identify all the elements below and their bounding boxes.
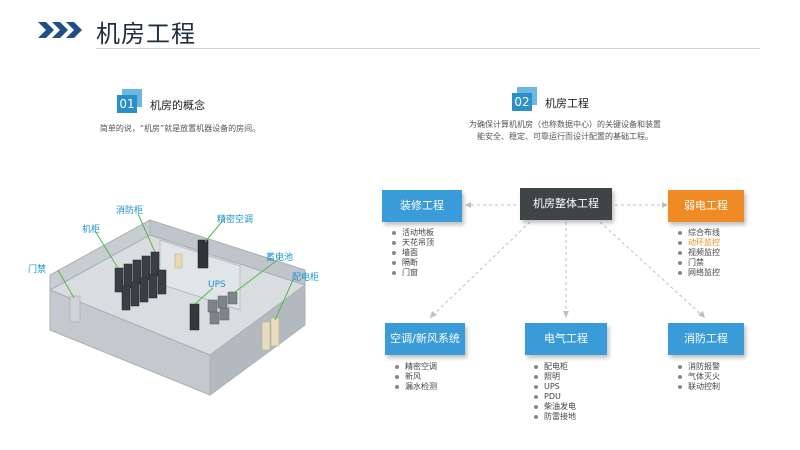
label-fire-cabinet: 消防柜 <box>116 206 144 216</box>
label-ups: UPS <box>208 280 226 290</box>
list-item-highlighted: 动环监控 <box>676 238 720 248</box>
description-line-1: 为确保计算机机房（也称数据中心）的关键设备和装置 <box>469 120 661 129</box>
right-section-heading: 机房工程 <box>545 97 589 110</box>
right-section-description: 为确保计算机机房（也称数据中心）的关键设备和装置 能安全、稳定、可靠运行而设计配… <box>440 119 690 143</box>
left-section-description: 简单的说，“机房”就是放置机器设备的房间。 <box>99 124 261 133</box>
list-item: 门窗 <box>390 268 434 278</box>
decoration-list: 活动地板 天花吊顶 墙面 隔断 门窗 <box>390 228 434 278</box>
list-item: 联动控制 <box>676 382 720 392</box>
list-item: 柴油发电 <box>532 402 576 412</box>
hvac-box: 空调/新风系统 <box>385 323 465 355</box>
list-item: 活动地板 <box>390 228 434 238</box>
label-battery: 蓄电池 <box>266 253 294 263</box>
list-item: 精密空调 <box>393 362 437 372</box>
chevron-arrows-icon <box>38 22 82 38</box>
electrical-list: 配电柜 照明 UPS PDU 柴油发电 防雷接地 <box>532 362 576 422</box>
label-rack: 机柜 <box>82 225 101 235</box>
list-item: 漏水检测 <box>393 382 437 392</box>
label-distribution: 配电柜 <box>292 273 320 283</box>
list-item: UPS <box>532 382 576 392</box>
title-divider <box>96 48 760 49</box>
left-section-heading: 机房的概念 <box>150 99 205 112</box>
list-item: 新风 <box>393 372 437 382</box>
fire-list: 消防报警 气体灭火 联动控制 <box>676 362 720 392</box>
machine-room-illustration <box>48 213 307 396</box>
weak-current-box: 弱电工程 <box>668 190 744 222</box>
center-box: 机房整体工程 <box>520 188 612 220</box>
label-door-access: 门禁 <box>28 265 47 275</box>
hvac-list: 精密空调 新风 漏水检测 <box>393 362 437 392</box>
description-line-2: 能安全、稳定、可靠运行而设计配置的基础工程。 <box>477 132 653 141</box>
list-item: 视频监控 <box>676 248 720 258</box>
section-badge-02: 02 <box>512 93 532 111</box>
list-item: PDU <box>532 392 576 402</box>
section-badge-01: 01 <box>117 95 137 113</box>
list-item: 门禁 <box>676 258 720 268</box>
list-item: 墙面 <box>390 248 434 258</box>
list-item: 网络监控 <box>676 268 720 278</box>
page-title: 机房工程 <box>96 20 196 48</box>
weak-current-list: 综合布线 动环监控 视频监控 门禁 网络监控 <box>676 228 720 278</box>
label-precision-ac: 精密空调 <box>217 215 254 225</box>
electrical-box: 电气工程 <box>525 323 607 355</box>
decoration-box: 装修工程 <box>382 190 462 222</box>
list-item: 气体灭火 <box>676 372 720 382</box>
list-item: 照明 <box>532 372 576 382</box>
list-item: 配电柜 <box>532 362 576 372</box>
list-item: 防雷接地 <box>532 412 576 422</box>
list-item: 天花吊顶 <box>390 238 434 248</box>
fire-box: 消防工程 <box>668 323 744 355</box>
list-item: 综合布线 <box>676 228 720 238</box>
list-item: 消防报警 <box>676 362 720 372</box>
list-item: 隔断 <box>390 258 434 268</box>
